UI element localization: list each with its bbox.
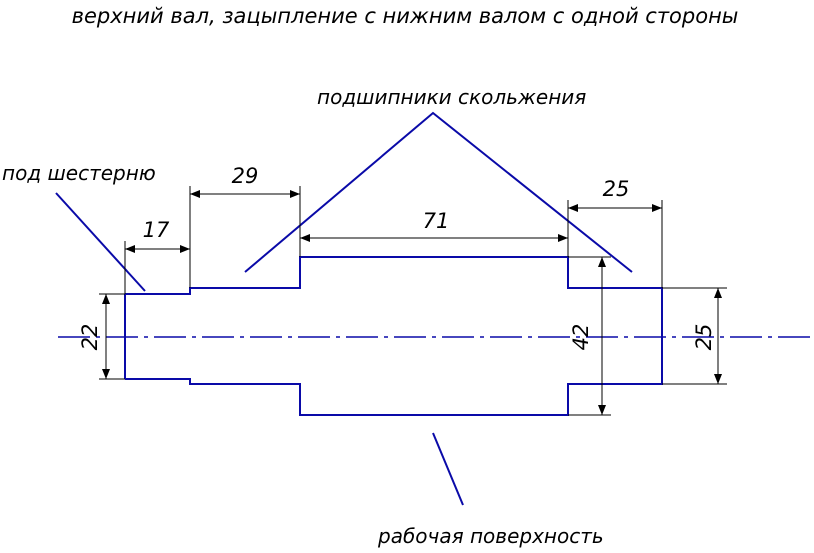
dimension-71: 71: [423, 209, 450, 233]
working-surface-label: рабочая поверхность: [377, 524, 604, 548]
working-surface-leader: [432, 432, 464, 506]
dimension-22: 22: [78, 324, 102, 351]
dimension-25-length: 25: [603, 177, 630, 201]
dimension-25-diameter: 25: [692, 324, 716, 351]
bearings-leader: [244, 111, 633, 273]
gear-seat-leader: [55, 192, 146, 292]
dimension-42: 42: [569, 324, 593, 351]
bearings-label: подшипники скольжения: [317, 85, 586, 109]
drawing-title: верхний вал, зацыпление с нижним валом с…: [72, 4, 739, 28]
dimension-29: 29: [232, 164, 259, 188]
dimension-17: 17: [143, 218, 170, 242]
shaft-outline: [124, 256, 663, 416]
gear-seat-label: под шестерню: [2, 161, 156, 185]
